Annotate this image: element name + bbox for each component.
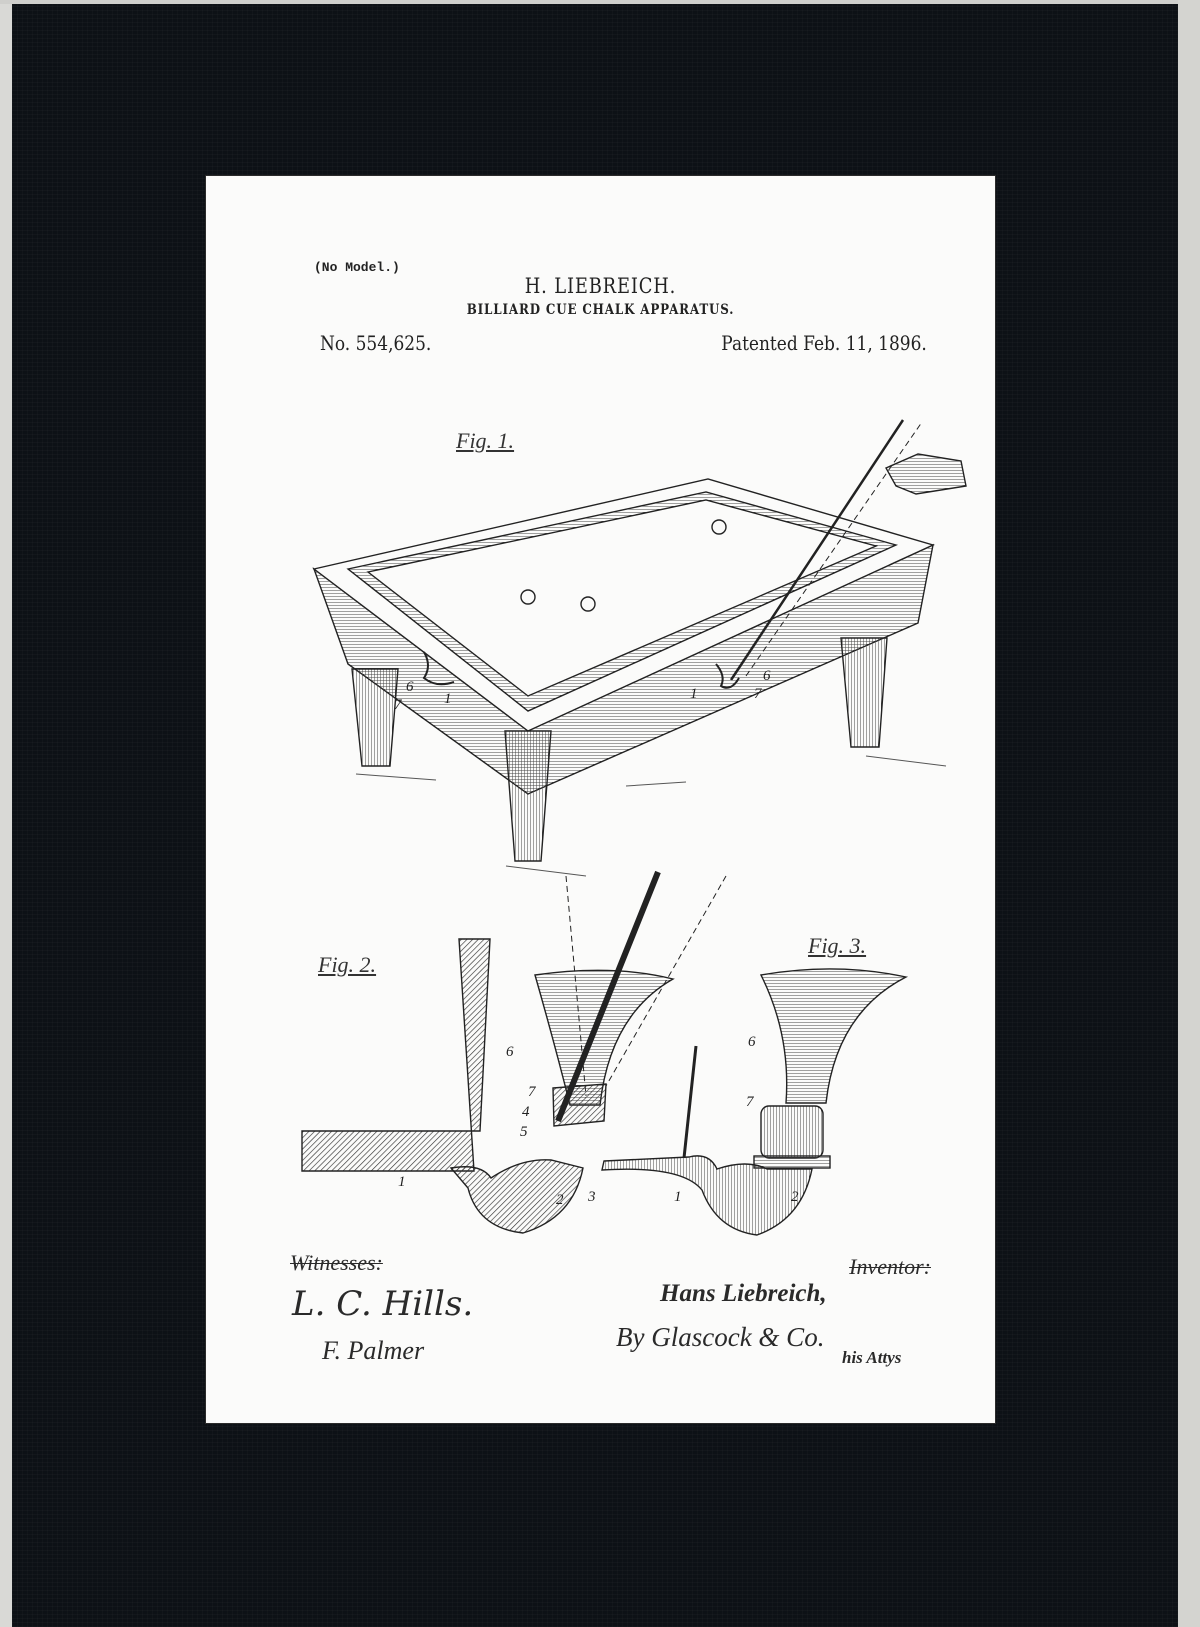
fig-2-section-view: 6 7 4 5 1 2 3 xyxy=(301,870,727,1234)
chalk-cup xyxy=(759,968,909,1104)
patent-print: (No Model.) H. LIEBREICH. BILLIARD CUE C… xyxy=(206,176,995,1423)
chalk-cup xyxy=(534,969,675,1106)
callout: 2 xyxy=(791,1189,799,1205)
floor-shadows xyxy=(355,755,947,877)
fig-1-label: Fig. 1. xyxy=(456,428,515,453)
callout: 5 xyxy=(520,1124,528,1140)
inventor-signature: Hans Liebreich, xyxy=(660,1280,827,1307)
callout: 6 xyxy=(748,1034,756,1050)
model-note: (No Model.) xyxy=(314,260,400,275)
scan-edge-top xyxy=(0,0,1200,4)
scan-edge-right xyxy=(1178,0,1200,1627)
billiard-ball xyxy=(520,589,536,605)
callout: 7 xyxy=(754,686,763,702)
inventor-label: Inventor: xyxy=(849,1254,931,1279)
table-leg-left xyxy=(351,668,399,767)
fig-3-label: Fig. 3. xyxy=(808,933,867,958)
witness-signature-2: F. Palmer xyxy=(322,1336,425,1365)
chalk-cylinders xyxy=(760,1105,824,1159)
patent-title: BILLIARD CUE CHALK APPARATUS. xyxy=(466,302,735,318)
table-leg-front xyxy=(504,730,552,862)
callout: 4 xyxy=(522,1104,530,1120)
chalk-holder-bracket xyxy=(601,1155,813,1236)
callout: 6 xyxy=(763,668,771,684)
cue-stick xyxy=(729,419,905,681)
attorneys-suffix: his Attys xyxy=(842,1348,902,1367)
patent-drawings: 6 7 1 6 7 1 6 7 4 5 1 2 3 xyxy=(301,419,967,1236)
table-leg-right xyxy=(840,637,888,748)
table-rail-section xyxy=(301,938,491,1172)
callout: 3 xyxy=(587,1189,596,1205)
callout: 6 xyxy=(406,679,414,695)
witness-signature-1: L. C. Hills. xyxy=(292,1284,474,1324)
billiard-ball xyxy=(711,519,727,535)
inventor-heading: H. LIEBREICH. xyxy=(524,274,677,298)
fig-1-billiard-table: 6 7 1 6 7 1 xyxy=(312,419,967,877)
chalk-holder-right xyxy=(715,663,740,689)
callout: 1 xyxy=(444,691,452,707)
callout: 7 xyxy=(528,1084,537,1100)
patent-number: No. 554,625. xyxy=(320,331,432,355)
witnesses-label: Witnesses: xyxy=(290,1250,383,1275)
fig-3-perspective-view: 6 7 1 2 xyxy=(601,968,909,1236)
callout: 1 xyxy=(398,1174,406,1190)
table-bed xyxy=(366,499,879,697)
chalk-holder-left xyxy=(422,651,455,686)
callout: 2 xyxy=(556,1192,564,1208)
callout: 1 xyxy=(690,686,698,702)
scan-edge-left xyxy=(0,0,12,1627)
billiard-ball xyxy=(580,596,596,612)
cue-in-holder xyxy=(555,870,661,1123)
chalk-holder-bracket xyxy=(449,1159,584,1234)
callout: 6 xyxy=(506,1044,514,1060)
callout: 7 xyxy=(394,697,403,713)
attorneys-signature: By Glascock & Co. xyxy=(616,1322,825,1352)
callout: 1 xyxy=(674,1189,682,1205)
hand xyxy=(885,453,967,495)
patent-date: Patented Feb. 11, 1896. xyxy=(721,331,927,355)
fig-2-label: Fig. 2. xyxy=(318,952,377,977)
callout: 7 xyxy=(746,1094,755,1110)
